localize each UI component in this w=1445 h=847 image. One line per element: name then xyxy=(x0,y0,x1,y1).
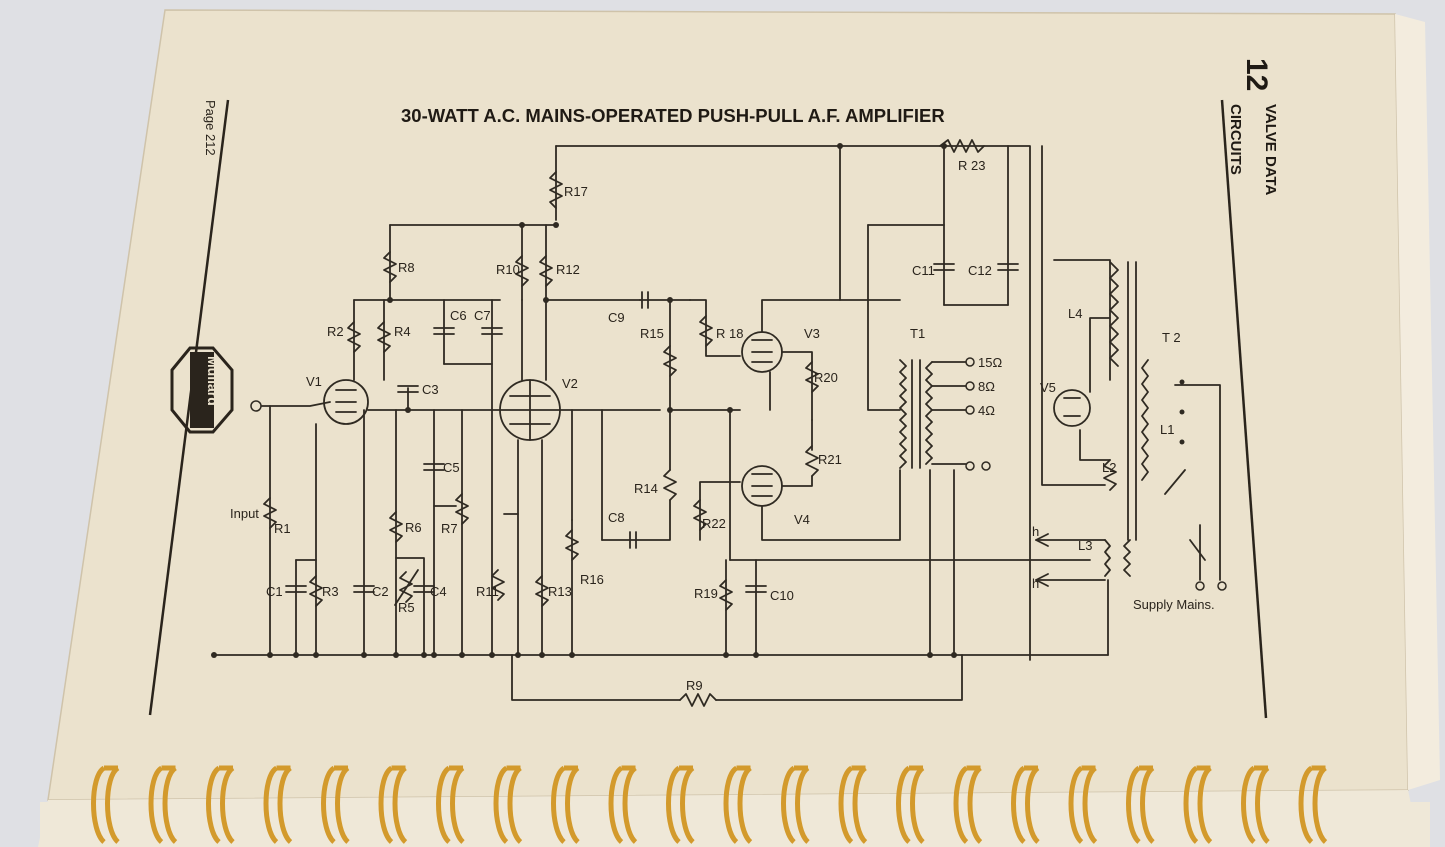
binding-ring xyxy=(1126,765,1155,844)
binding-ring xyxy=(608,765,638,844)
label-r12: R12 xyxy=(556,262,580,277)
label-c7: C7 xyxy=(474,308,491,323)
label-r9: R9 xyxy=(686,678,703,693)
label-l2: L2 xyxy=(1102,460,1116,475)
label-r1: R1 xyxy=(274,521,291,536)
label-l1: L1 xyxy=(1160,422,1174,437)
component-labels: Input V1 V2 V3 V4 V5 R1 R2 R3 R4 R5 R6 R… xyxy=(230,158,1215,693)
binding-ring xyxy=(838,765,868,844)
page-paper xyxy=(47,9,1409,801)
label-c9: C9 xyxy=(608,310,625,325)
label-v2: V2 xyxy=(562,376,578,391)
label-r7: R7 xyxy=(441,521,458,536)
binding-ring xyxy=(263,765,293,844)
label-r16: R16 xyxy=(580,572,604,587)
binding-ring xyxy=(1298,765,1328,844)
left-rule-line xyxy=(148,99,230,716)
label-heater-1: h xyxy=(1032,524,1039,539)
label-r20: R20 xyxy=(814,370,838,385)
page-number: Page 212 xyxy=(203,100,218,156)
label-tap-8: 8Ω xyxy=(978,379,995,394)
label-v1: V1 xyxy=(306,374,322,389)
binding-ring xyxy=(551,765,580,844)
label-c6: C6 xyxy=(450,308,467,323)
label-r22: R22 xyxy=(702,516,726,531)
binding-ring xyxy=(953,765,983,844)
spiral-binding xyxy=(40,765,1430,847)
binding-ring xyxy=(666,765,695,844)
label-r3: R3 xyxy=(322,584,339,599)
valve-v5-envelope xyxy=(1053,389,1091,427)
binding-ring xyxy=(1068,765,1098,844)
label-c1: C1 xyxy=(266,584,283,599)
section-title-line1: VALVE DATA xyxy=(1262,104,1279,196)
label-r19: R19 xyxy=(694,586,718,601)
label-c3: C3 xyxy=(422,382,439,397)
label-t2: T 2 xyxy=(1162,330,1181,345)
label-c2: C2 xyxy=(372,584,389,599)
logo-text: Mullard xyxy=(205,356,221,406)
binding-ring xyxy=(91,765,120,844)
page-title: 30-WATT A.C. MAINS-OPERATED PUSH-PULL A.… xyxy=(401,105,945,126)
binding-ring xyxy=(781,765,810,844)
label-input: Input xyxy=(230,506,259,521)
binding-ring xyxy=(723,765,753,844)
ht-rail xyxy=(555,145,1031,661)
label-r13: R13 xyxy=(548,584,572,599)
binding-ring xyxy=(436,765,465,844)
label-c12: C12 xyxy=(968,263,992,278)
label-r14: R14 xyxy=(634,481,658,496)
binding-ring xyxy=(206,765,235,844)
label-c5: C5 xyxy=(443,460,460,475)
label-c10: C10 xyxy=(770,588,794,603)
label-supply: Supply Mains. xyxy=(1133,597,1215,612)
label-r18: R 18 xyxy=(716,326,743,341)
label-r2: R2 xyxy=(327,324,344,339)
binding-ring xyxy=(148,765,178,844)
label-t1: T1 xyxy=(910,326,925,341)
circuit-diagram xyxy=(211,139,1227,707)
label-r8: R8 xyxy=(398,260,415,275)
mullard-logo: Mullard xyxy=(170,346,234,434)
label-v5: V5 xyxy=(1040,380,1056,395)
label-heater-2: h xyxy=(1032,576,1039,591)
binding-ring xyxy=(493,765,523,844)
label-r11: R11 xyxy=(476,584,499,599)
right-rule-line xyxy=(1220,99,1268,719)
junction-dots xyxy=(267,143,957,658)
binding-ring xyxy=(1241,765,1270,844)
label-r15: R15 xyxy=(640,326,664,341)
label-c4: C4 xyxy=(430,584,447,599)
label-v4: V4 xyxy=(794,512,810,527)
label-tap-4: 4Ω xyxy=(978,403,995,418)
binding-ring xyxy=(1183,765,1213,844)
label-l4: L4 xyxy=(1068,306,1082,321)
binding-ring xyxy=(321,765,350,844)
page-edge xyxy=(1395,14,1440,790)
label-v3: V3 xyxy=(804,326,820,341)
label-r6: R6 xyxy=(405,520,422,535)
label-r10: R10 xyxy=(496,262,520,277)
binding-ring xyxy=(1011,765,1040,844)
section-number: 12 xyxy=(1240,58,1273,91)
label-l3: L3 xyxy=(1078,538,1092,553)
label-r5: R5 xyxy=(398,600,415,615)
binding-ring xyxy=(378,765,408,844)
label-r4: R4 xyxy=(394,324,411,339)
binding-ring xyxy=(896,765,925,844)
section-title-line2: CIRCUITS xyxy=(1227,104,1244,175)
label-r17: R17 xyxy=(564,184,588,199)
label-c8: C8 xyxy=(608,510,625,525)
label-tap-15: 15Ω xyxy=(978,355,1002,370)
label-r23: R 23 xyxy=(958,158,985,173)
label-r21: R21 xyxy=(818,452,842,467)
valve-v1-envelope xyxy=(323,379,369,425)
label-c11: C11 xyxy=(912,263,935,278)
